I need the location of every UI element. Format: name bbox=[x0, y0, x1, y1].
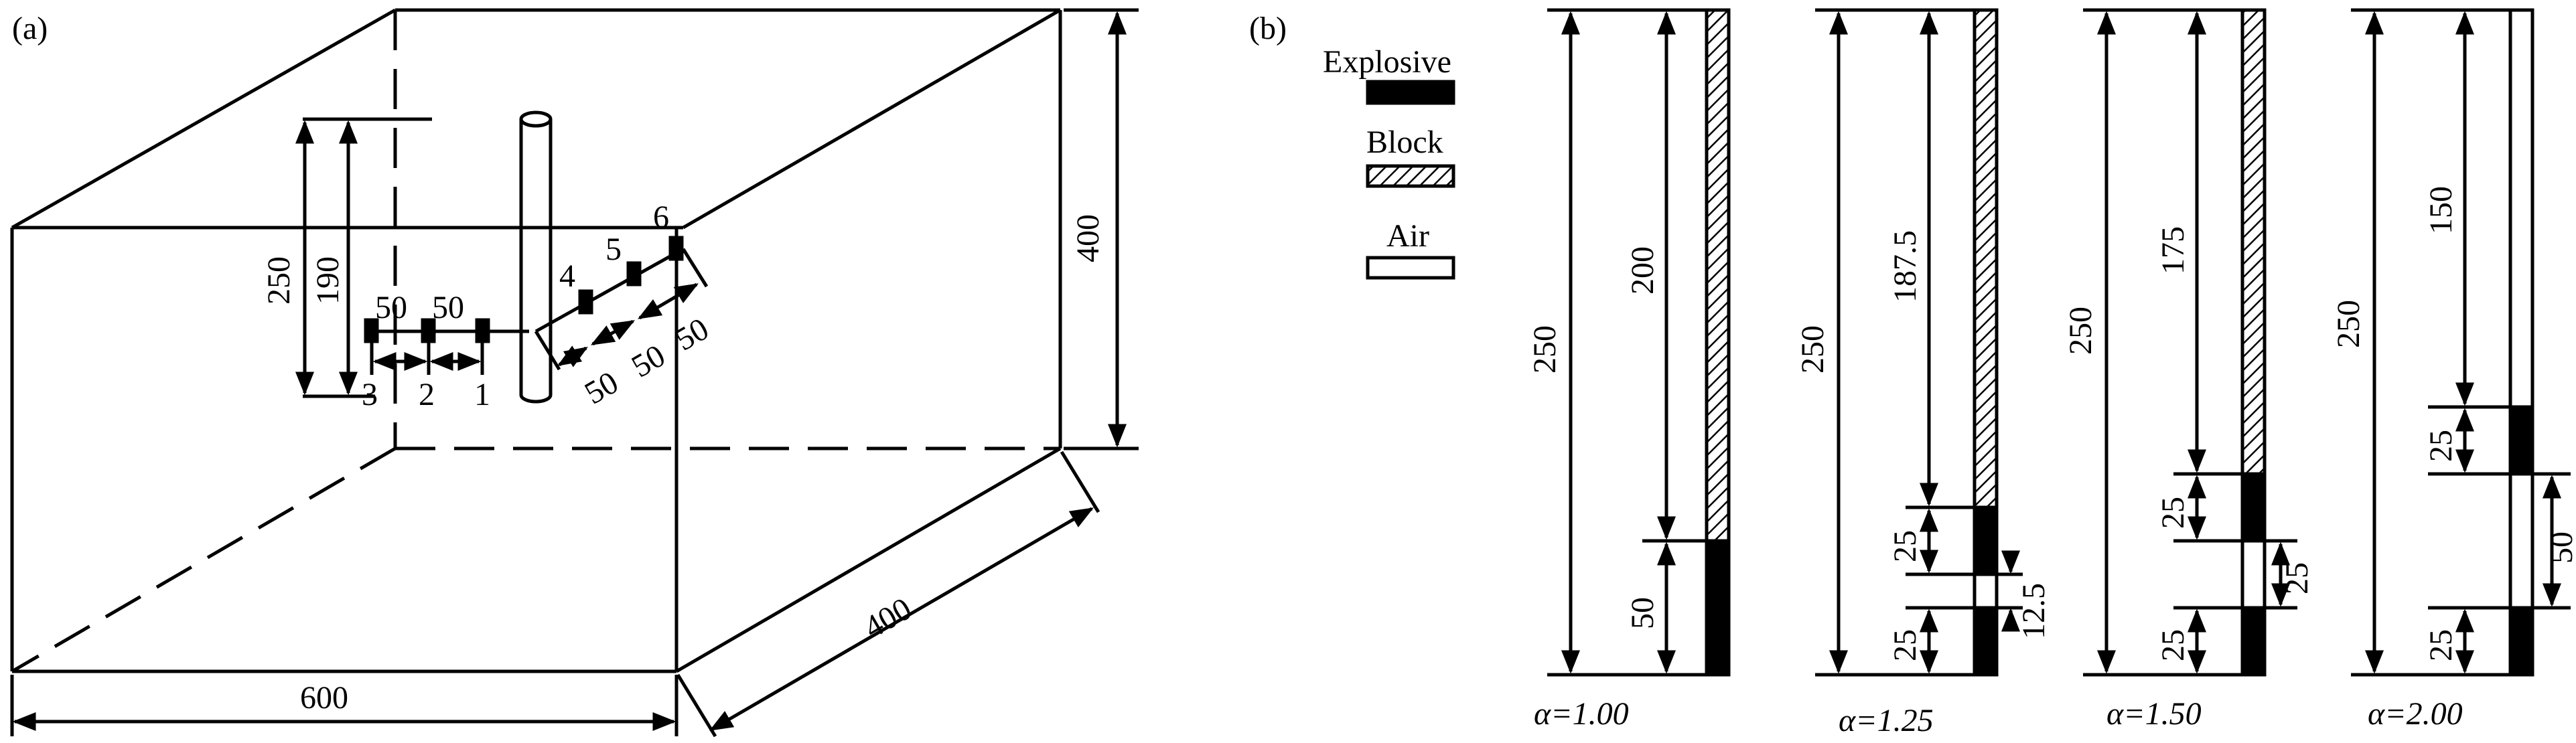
block-fill bbox=[2240, 8, 2267, 476]
legend: Explosive Block Air bbox=[1323, 44, 1455, 280]
gauge-label-1: 1 bbox=[474, 377, 490, 412]
air-fill bbox=[2508, 472, 2534, 610]
spacing-label-h2: 50 bbox=[432, 290, 464, 325]
column-alpha-2-00 bbox=[2351, 8, 2571, 677]
explosive-fill bbox=[2240, 606, 2267, 677]
gauge-4 bbox=[578, 289, 593, 315]
dim-width bbox=[10, 675, 678, 736]
gauge-label-3: 3 bbox=[362, 377, 378, 412]
col3-dim-25a: 25 bbox=[2155, 497, 2191, 529]
dim-250-label: 250 bbox=[261, 256, 297, 305]
col4-dim-250: 250 bbox=[2331, 300, 2366, 348]
column-alpha-1-00 bbox=[1547, 8, 1731, 677]
gauge-line-diagonal bbox=[534, 247, 709, 371]
dim-height-label: 400 bbox=[1070, 214, 1106, 262]
dim-190-label: 190 bbox=[310, 256, 346, 305]
col1-alpha: α=1.00 bbox=[1534, 696, 1629, 732]
col2-dim-187-5: 187.5 bbox=[1887, 230, 1923, 303]
gauge-label-6: 6 bbox=[653, 199, 669, 235]
col3-alpha: α=1.50 bbox=[2106, 696, 2202, 732]
column-alpha-1-25 bbox=[1815, 8, 2023, 677]
col2-dim-12-5: 12.5 bbox=[2016, 583, 2052, 639]
panel-b-label: (b) bbox=[1249, 11, 1287, 46]
col3-dim-250: 250 bbox=[2063, 307, 2098, 355]
col1-dim-200: 200 bbox=[1625, 246, 1660, 295]
charge-cylinder bbox=[519, 110, 553, 404]
explosive-fill bbox=[2508, 606, 2534, 677]
col4-dim-150: 150 bbox=[2423, 186, 2459, 234]
air-fill bbox=[2240, 539, 2267, 610]
col3-dim-175: 175 bbox=[2155, 226, 2191, 274]
explosive-fill bbox=[1973, 505, 1999, 576]
explosive-fill bbox=[2508, 405, 2534, 476]
block-fill bbox=[1705, 8, 1731, 543]
panel-a-label: (a) bbox=[12, 11, 48, 46]
dim-width-label: 600 bbox=[300, 680, 348, 716]
legend-explosive-swatch bbox=[1366, 80, 1455, 105]
spacing-label-d1: 50 bbox=[579, 365, 624, 412]
spacing-label-d2: 50 bbox=[626, 338, 671, 385]
box-hidden-edges bbox=[11, 10, 1060, 673]
column-alpha-1-50 bbox=[2083, 8, 2297, 677]
spacing-label-h1: 50 bbox=[375, 290, 407, 325]
gauge-label-4: 4 bbox=[559, 258, 575, 294]
air-fill bbox=[2508, 8, 2534, 409]
col1-dim-250: 250 bbox=[1527, 325, 1563, 374]
col4-alpha: α=2.00 bbox=[2368, 696, 2463, 732]
gauge-2 bbox=[421, 318, 436, 343]
gauge-6 bbox=[668, 236, 684, 261]
gauge-label-5: 5 bbox=[605, 232, 622, 267]
block-fill bbox=[1973, 8, 1999, 509]
col3-dim-25c: 25 bbox=[2155, 629, 2191, 661]
legend-air-swatch bbox=[1366, 256, 1455, 280]
col4-dim-25b: 25 bbox=[2423, 629, 2459, 661]
box-outline bbox=[10, 8, 1062, 673]
legend-air-label: Air bbox=[1386, 218, 1429, 254]
col2-dim-25a: 25 bbox=[1887, 530, 1923, 562]
col2-dim-25b: 25 bbox=[1887, 629, 1923, 661]
explosive-fill bbox=[1973, 606, 1999, 677]
air-fill bbox=[1973, 572, 1999, 610]
explosive-fill bbox=[1705, 539, 1731, 677]
panel-a: (a) 600 bbox=[10, 8, 1139, 738]
gauge-3 bbox=[364, 318, 379, 343]
gauge-1 bbox=[475, 318, 490, 343]
col1-dim-50: 50 bbox=[1625, 597, 1660, 629]
col3-dim-25b: 25 bbox=[2279, 562, 2315, 594]
dim-250-190 bbox=[295, 117, 432, 398]
gauge-label-2: 2 bbox=[419, 377, 435, 412]
col4-dim-25a: 25 bbox=[2423, 430, 2459, 462]
col2-dim-250: 250 bbox=[1795, 325, 1831, 374]
dim-height bbox=[1064, 8, 1139, 450]
col4-dim-50: 50 bbox=[2544, 531, 2576, 564]
legend-explosive-label: Explosive bbox=[1323, 44, 1451, 80]
legend-block-label: Block bbox=[1366, 125, 1443, 160]
gauge-5 bbox=[626, 261, 642, 286]
col2-alpha: α=1.25 bbox=[1839, 703, 1934, 738]
gauge-line-horizontal bbox=[367, 329, 529, 375]
panel-b: (b) Explosive Block Air 250 200 50 α=1.0… bbox=[1249, 8, 2576, 738]
explosive-fill bbox=[2240, 472, 2267, 543]
dim-depth bbox=[676, 450, 1100, 738]
legend-block-swatch bbox=[1366, 164, 1455, 188]
